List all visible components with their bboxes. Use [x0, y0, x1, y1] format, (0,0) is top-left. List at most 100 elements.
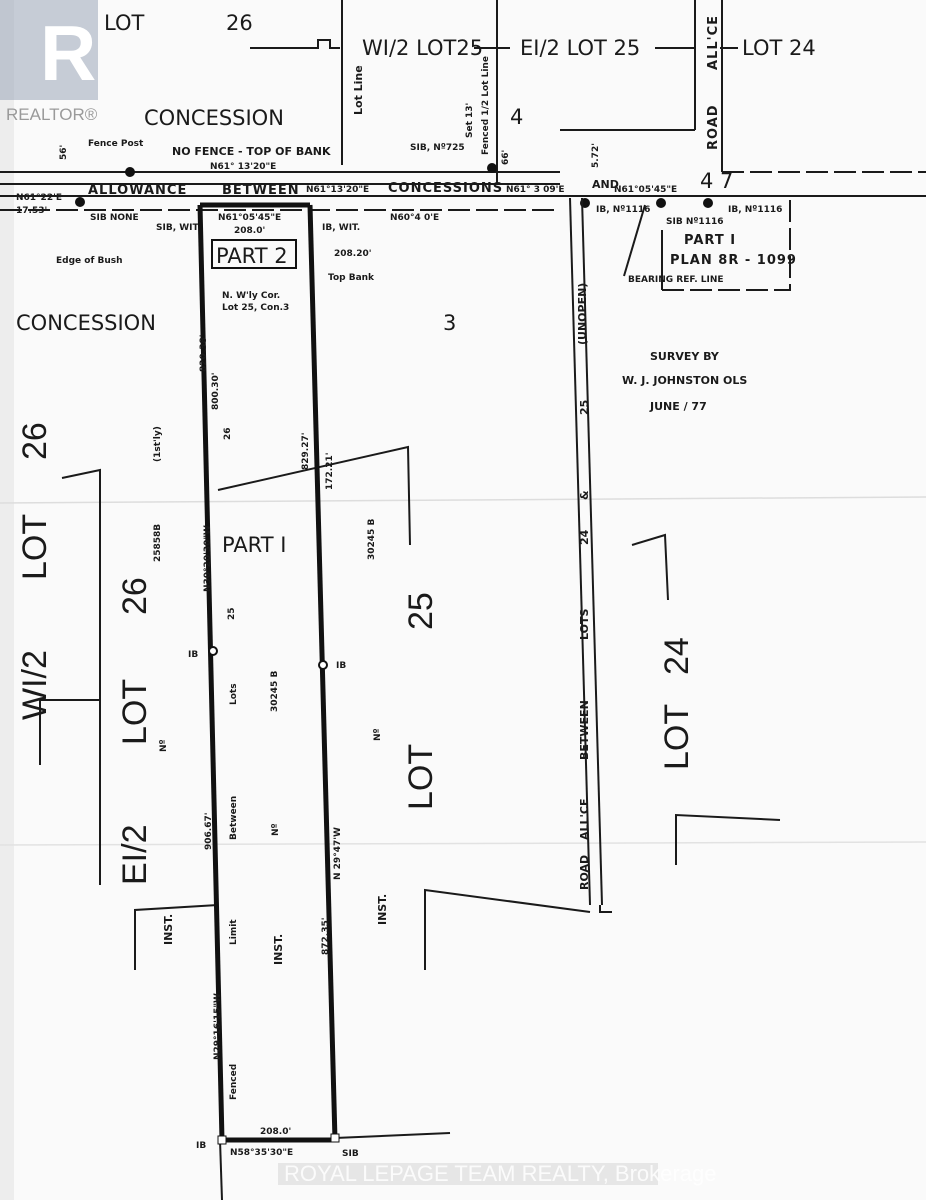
monument-marker — [487, 163, 497, 173]
lot-word-label: LOT — [658, 704, 696, 770]
corner-note: Lot 25, Con.3 — [222, 303, 289, 313]
e-half-lot25-label: EI/2 LOT 25 — [520, 36, 640, 60]
watermark-strip — [278, 1163, 658, 1185]
lot-line-tick — [310, 39, 340, 49]
e-half-label: EI/2 — [116, 825, 154, 885]
distance-note: 17.53' — [16, 206, 47, 216]
monument-marker — [75, 197, 85, 207]
distance-note: 208.20' — [334, 249, 372, 259]
lot-limit-line — [631, 533, 669, 601]
fenced-lot-line-label: Fenced 1/2 Lot Line — [481, 56, 491, 155]
distance-note: 208.0' — [234, 226, 265, 236]
ib-note: IB — [188, 650, 198, 660]
lot-label-top-left: LOT — [104, 11, 144, 35]
distance-note: 820.38' — [199, 335, 209, 373]
lot-number-label: 26 — [16, 422, 54, 460]
ib-note: IB — [196, 1141, 206, 1151]
allce-label-vertical: ALL'CE — [578, 799, 591, 841]
survey-date: JUNE / 77 — [649, 400, 707, 413]
bearing-note: N61°05'45"E — [218, 213, 281, 223]
iron-bar-marker — [318, 660, 328, 670]
lot-limit-line — [424, 888, 591, 970]
no-fence-note: NO FENCE - TOP OF BANK — [172, 145, 331, 158]
road-allowance-edge — [581, 197, 603, 906]
ib-note: IB — [336, 661, 346, 671]
inst-note: INST. — [162, 914, 175, 945]
road-label-vertical: ROAD — [578, 855, 591, 890]
number-note: Nº — [373, 728, 383, 741]
distance-note: 5.72' — [591, 143, 601, 168]
w-half-lot25-label: WI/2 LOT25 — [362, 36, 483, 60]
lot-small-note: 25 — [227, 607, 237, 620]
bearing-note: N60°4 0'E — [390, 213, 439, 223]
lot-word-label: LOT — [116, 679, 154, 745]
distance-note: 66' — [501, 150, 511, 165]
road-allowance-edge — [569, 197, 591, 906]
lot-limit-line — [61, 468, 101, 885]
between-note: Between — [229, 796, 239, 840]
surveyor-name: W. J. JOHNSTON OLS — [622, 374, 747, 387]
lot25-small: 25 — [578, 400, 591, 415]
fold-line — [0, 841, 926, 846]
w-half-label: WI/2 — [16, 650, 54, 720]
fenced-note: Fenced — [229, 1064, 239, 1100]
road-label-top: ROAD — [706, 104, 721, 150]
monument-marker — [703, 198, 713, 208]
distance-note: 906.67' — [204, 813, 214, 851]
instrument-number: 30245 B — [367, 519, 377, 560]
monument-marker — [656, 198, 666, 208]
concessions-text: CONCESSIONS — [388, 181, 503, 196]
corner-marker — [330, 1133, 340, 1143]
distance-note: 872.35' — [321, 918, 331, 956]
inst-note: INST. — [272, 934, 285, 965]
lots-label-vertical: LOTS — [578, 609, 591, 640]
between-label-vertical: BETWEEN — [578, 700, 591, 760]
concession-3-number: 3 — [443, 311, 456, 335]
edge-of-bush-note: Edge of Bush — [56, 256, 123, 266]
allowance-text: ALLOWANCE — [88, 183, 187, 198]
bearing-note: N58°35'30"E — [230, 1148, 293, 1158]
bearing-note: N61° 13'20"E — [210, 162, 276, 172]
parcel-outline — [197, 202, 451, 1200]
road-number: 4 7 — [700, 169, 733, 193]
sib-note: SIB — [342, 1149, 359, 1159]
and-text: AND — [592, 178, 619, 191]
concession-4-number: 4 — [510, 105, 523, 129]
distance-note: 208.0' — [260, 1127, 291, 1137]
plan-part-label: PART I — [684, 233, 736, 248]
lot-26-top: 26 — [226, 11, 253, 35]
unopen-label: (UNOPEN) — [576, 283, 589, 345]
lot-number-label: 24 — [658, 637, 696, 675]
distance-note: 56' — [59, 145, 69, 160]
corner-note: N. W'ly Cor. — [222, 291, 280, 301]
number-note: Nº — [159, 739, 169, 752]
lot-line-label: Lot Line — [352, 65, 365, 115]
ib-note: IB, WIT. — [322, 223, 360, 233]
bearing-note: N61°13'20"E — [306, 185, 369, 195]
lot24-small: 24 — [578, 529, 591, 545]
lot-limit-line — [675, 813, 781, 865]
inst-note: INST. — [376, 894, 389, 925]
lot-number-label: 26 — [116, 577, 154, 615]
between-text: BETWEEN — [222, 183, 300, 198]
plan-box — [662, 196, 791, 291]
brokerage-watermark: ROYAL LEPAGE TEAM REALTY, Brokerage — [284, 1161, 716, 1186]
svg-text:REALTOR®: REALTOR® — [6, 105, 98, 124]
bearing-note: N61°05'45"E — [614, 185, 677, 195]
instrument-number: 30245 B — [270, 671, 280, 712]
part2-label: PART 2 — [216, 244, 288, 268]
part1-label: PART I — [222, 533, 286, 557]
iron-bar-marker — [208, 646, 218, 656]
lot-word-label: LOT — [402, 744, 440, 810]
fold-line — [0, 496, 926, 504]
bearing-note: N61°22'E — [16, 193, 62, 203]
lot-word-label: LOT — [16, 514, 54, 580]
bearing-ref-note: BEARING REF. LINE — [628, 275, 724, 285]
corner-marker — [217, 1135, 227, 1145]
bearing-ref-leader — [623, 204, 646, 277]
sib-note: SIB NONE — [90, 213, 139, 223]
sib-note: SIB, Nº725 — [410, 143, 465, 153]
bearing-note: N 29°47'W — [333, 827, 343, 880]
plan-number-label: PLAN 8R - 1099 — [670, 253, 797, 268]
